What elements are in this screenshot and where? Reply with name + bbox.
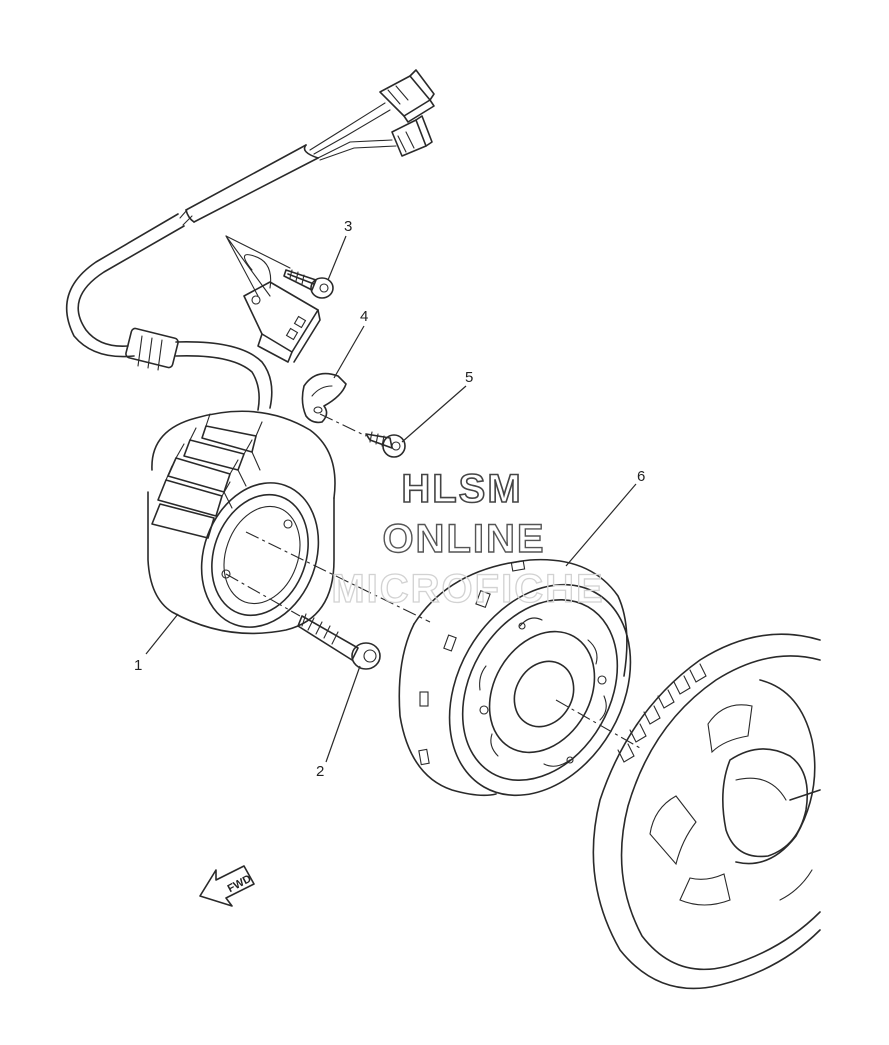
callout-2: 2 bbox=[316, 763, 324, 780]
wire-harness bbox=[65, 69, 435, 411]
watermark: HLSM ONLINE MICROFICHE bbox=[331, 466, 604, 611]
pickup-coil bbox=[225, 235, 321, 363]
fwd-arrow-icon: FWD bbox=[199, 865, 255, 907]
connector-upper bbox=[379, 69, 435, 123]
watermark-line-2: ONLINE bbox=[382, 517, 545, 561]
starter-gear bbox=[555, 633, 821, 990]
callout-leaders bbox=[145, 235, 637, 763]
callout-1: 1 bbox=[134, 657, 142, 674]
callout-4: 4 bbox=[360, 308, 368, 325]
screw-3 bbox=[283, 269, 334, 299]
callout-5: 5 bbox=[465, 369, 473, 386]
stator-1 bbox=[147, 410, 431, 635]
watermark-line-1: HLSM bbox=[401, 467, 522, 511]
callout-6: 6 bbox=[637, 468, 645, 485]
clamp-4 bbox=[301, 372, 347, 424]
callout-3: 3 bbox=[344, 218, 352, 235]
screw-5 bbox=[319, 413, 406, 458]
connector-lower bbox=[391, 115, 433, 157]
watermark-line-3: MICROFICHE bbox=[331, 567, 604, 611]
bolt-2 bbox=[225, 573, 381, 670]
